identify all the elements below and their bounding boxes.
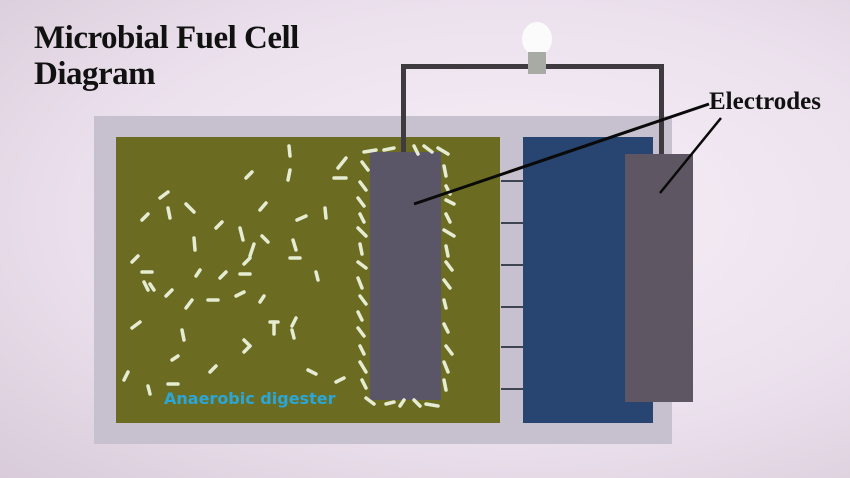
membrane-tick [501, 180, 523, 182]
wire-right [659, 64, 664, 156]
membrane-tick [501, 388, 523, 390]
anaerobic-digester-label: Anaerobic digester [164, 389, 336, 408]
membrane-tick [501, 222, 523, 224]
membrane-tick [501, 306, 523, 308]
pointer-to-anode [413, 102, 710, 206]
bacteria-icon-group [122, 144, 456, 408]
title-line-1: Microbial Fuel Cell [34, 20, 299, 56]
anode-electrode [370, 152, 441, 400]
pointer-to-cathode [659, 117, 722, 194]
electrodes-label: Electrodes [709, 88, 822, 115]
wire-left [401, 64, 406, 154]
title-line-2: Diagram [34, 56, 156, 92]
membrane-tick [501, 346, 523, 348]
bulb-base [528, 52, 546, 74]
membrane-tick [501, 264, 523, 266]
diagram-title: Microbial Fuel Cell Diagram [34, 20, 299, 92]
cathode-electrode [625, 154, 693, 402]
light-bulb-icon [522, 22, 552, 56]
